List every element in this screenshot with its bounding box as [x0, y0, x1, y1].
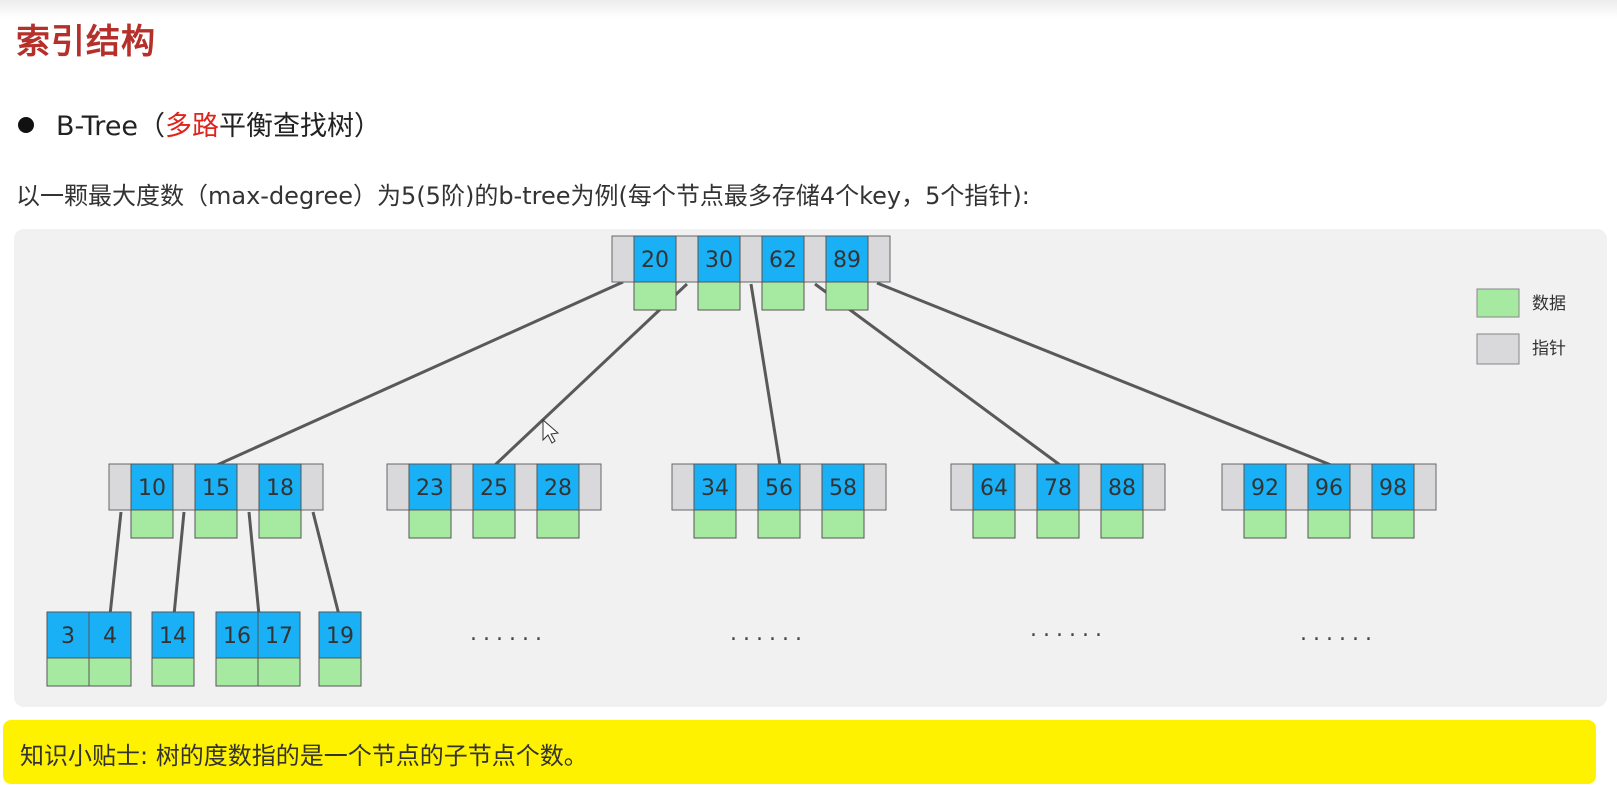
legend-pointer-label: 指针	[1532, 339, 1566, 359]
key-label: 18	[266, 476, 294, 501]
key-cell	[1100, 463, 1144, 511]
key-cell	[472, 463, 516, 511]
tree-edge	[749, 283, 782, 466]
legend-data-label: 数据	[1532, 294, 1566, 314]
tip-banner: 知识小贴士: 树的度数指的是一个节点的子节点个数。	[3, 720, 1596, 784]
data-cell	[536, 509, 580, 539]
key-cell	[130, 463, 174, 511]
key-label: 30	[705, 248, 733, 273]
data-cell	[1243, 509, 1287, 539]
ellipsis-text: ......	[470, 621, 548, 646]
key-label: 96	[1315, 476, 1343, 501]
bullet-prefix: B-Tree（	[56, 111, 166, 142]
bullet-highlight: 多路	[165, 111, 220, 142]
key-cell	[194, 463, 238, 511]
tree-edge	[493, 282, 689, 467]
data-cell	[972, 509, 1016, 539]
description-text: 以一颗最大度数（max-degree）为5(5阶)的b-tree为例(每个节点最…	[16, 182, 1030, 210]
data-cell	[258, 509, 302, 539]
legend-data-swatch	[1476, 288, 1520, 318]
key-label: 23	[416, 476, 444, 501]
data-cell	[761, 281, 805, 311]
key-cell	[757, 463, 801, 511]
key-label: 4	[103, 624, 117, 649]
data-cell	[633, 281, 677, 311]
leaf-node-data-cell	[151, 657, 195, 687]
data-cell	[1036, 509, 1080, 539]
leaf-node-key-cell	[318, 611, 362, 659]
data-cell	[1100, 509, 1144, 539]
key-cell	[693, 463, 737, 511]
ellipsis-text: ......	[730, 621, 808, 646]
tree-edge	[876, 281, 1332, 467]
key-label: 64	[980, 476, 1008, 501]
data-cell	[1307, 509, 1351, 539]
key-label: 16	[223, 624, 251, 649]
key-label: 98	[1379, 476, 1407, 501]
data-cell	[693, 509, 737, 539]
data-cell	[408, 509, 452, 539]
data-cell	[472, 509, 516, 539]
tip-text: 知识小贴士: 树的度数指的是一个节点的子节点个数。	[20, 742, 588, 770]
tree-edge	[311, 511, 341, 616]
key-cell	[633, 235, 677, 283]
bullet-suffix: 平衡查找树）	[219, 111, 382, 142]
bullet-icon	[18, 116, 34, 133]
key-cell	[1036, 463, 1080, 511]
key-label: 58	[829, 476, 857, 501]
key-label: 14	[159, 624, 187, 649]
key-cell	[1371, 463, 1415, 511]
tree-edge	[172, 511, 186, 616]
key-label: 62	[769, 248, 797, 273]
legend-pointer-swatch	[1476, 333, 1520, 365]
leaf-node-key-cell	[88, 611, 132, 659]
key-label: 78	[1044, 476, 1072, 501]
key-label: 88	[1108, 476, 1136, 501]
key-cell	[536, 463, 580, 511]
ellipsis-text: ......	[1030, 617, 1108, 642]
key-cell	[1243, 463, 1287, 511]
page-title: 索引结构	[16, 22, 156, 62]
data-cell	[825, 281, 869, 311]
data-cell	[697, 281, 741, 311]
leaf-node-data-cell	[318, 657, 362, 687]
key-label: 28	[544, 476, 572, 501]
leaf-node-data-cell	[88, 657, 132, 687]
data-cell	[757, 509, 801, 539]
key-label: 15	[202, 476, 230, 501]
header-shadow	[0, 0, 1617, 18]
key-cell	[825, 235, 869, 283]
key-cell	[761, 235, 805, 283]
tree-edge	[108, 511, 123, 616]
leaf-node-key-cell	[257, 611, 301, 659]
key-label: 3	[61, 624, 75, 649]
tree-edge	[216, 280, 624, 467]
key-label: 10	[138, 476, 166, 501]
data-cell	[130, 509, 174, 539]
data-cell	[194, 509, 238, 539]
data-cell	[1371, 509, 1415, 539]
key-cell	[408, 463, 452, 511]
leaf-node-data-cell	[215, 657, 259, 687]
key-label: 20	[641, 248, 669, 273]
tree-edge	[247, 511, 261, 616]
key-label: 17	[265, 624, 293, 649]
key-cell	[1307, 463, 1351, 511]
key-label: 19	[326, 624, 354, 649]
ellipsis-text: ......	[1300, 621, 1378, 646]
key-label: 89	[833, 248, 861, 273]
key-cell	[972, 463, 1016, 511]
key-label: 56	[765, 476, 793, 501]
key-label: 34	[701, 476, 729, 501]
tree-edge	[814, 282, 1061, 467]
data-cell	[821, 509, 865, 539]
leaf-node-data-cell	[257, 657, 301, 687]
leaf-node-data-cell	[46, 657, 90, 687]
cursor-icon	[542, 418, 560, 444]
key-label: 92	[1251, 476, 1279, 501]
bullet-heading: B-Tree（多路平衡查找树）	[18, 104, 381, 143]
key-label: 25	[480, 476, 508, 501]
key-cell	[697, 235, 741, 283]
